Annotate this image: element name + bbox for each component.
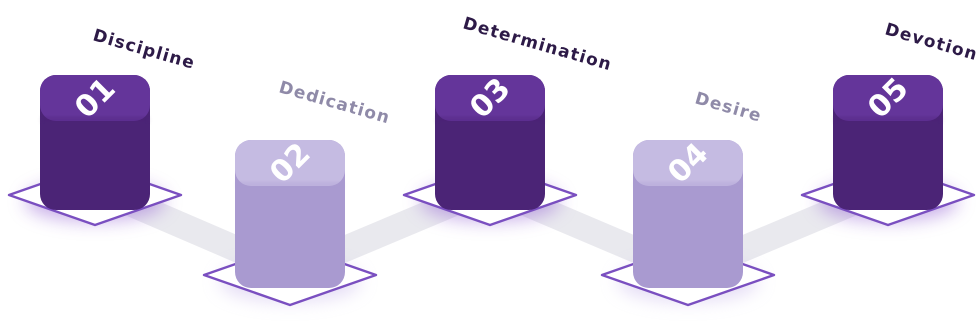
block-top-face — [40, 75, 150, 121]
step-label: Dedication — [277, 78, 393, 129]
block-top-face — [833, 75, 943, 121]
step-label: Discipline — [91, 26, 198, 74]
block-top-face — [235, 140, 345, 186]
step-label: Desire — [693, 89, 765, 127]
block-top-face — [435, 75, 545, 121]
step-label: Determination — [461, 14, 615, 76]
block-top-face — [633, 140, 743, 186]
step-label: Devotion — [883, 20, 980, 66]
